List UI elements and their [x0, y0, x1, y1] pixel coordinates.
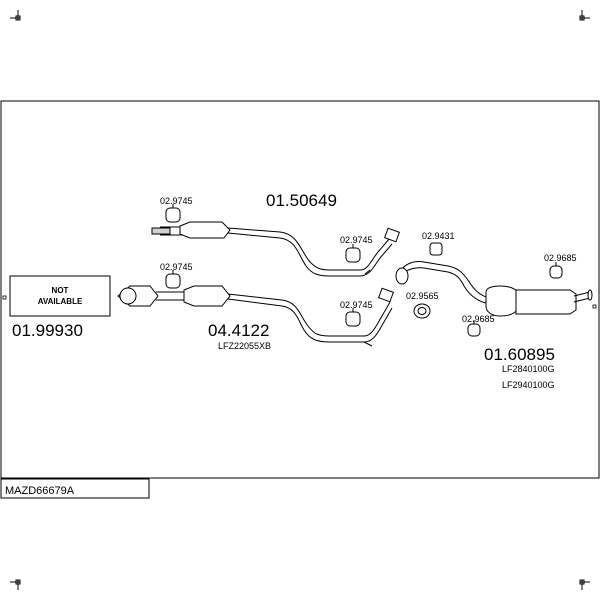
- hanger-lower-left: [165, 270, 181, 289]
- oem-number-rear-silencer-2: LF2940100G: [502, 380, 555, 390]
- model-code: MAZD66679A: [5, 485, 75, 497]
- rear-silencer-assembly: [395, 261, 593, 317]
- hanger-rear-top: [549, 262, 563, 279]
- hanger-upper-right: [345, 244, 361, 263]
- oem-number-catalyst-lower: LFZ22055XB: [218, 341, 271, 351]
- not-available-box: NOT AVAILABLE: [9, 275, 111, 317]
- label-hanger-rear-bottom: 02.9685: [462, 314, 495, 324]
- part-number-rear-silencer: 01.60895: [484, 345, 555, 364]
- label-hanger-upper-left: 02.9745: [160, 196, 193, 206]
- part-number-catalyst-upper: 01.50649: [266, 191, 337, 210]
- catalyst-lower-assembly: [117, 285, 394, 347]
- hanger-lower-right: [345, 308, 361, 327]
- label-hanger-lower-right: 02.9745: [340, 300, 373, 310]
- frame-left-tick: [2, 295, 7, 300]
- hanger-upper-left: [165, 204, 181, 223]
- corner-marks: [10, 10, 590, 590]
- not-available-line1: NOT: [52, 286, 69, 295]
- catalyst-upper-assembly: [151, 221, 400, 277]
- oem-number-rear-silencer-1: LF2840100G: [502, 364, 555, 374]
- label-gasket-mid: 02.9565: [406, 291, 439, 301]
- label-hanger-upper-right: 02.9745: [340, 235, 373, 245]
- label-hanger-lower-left: 02.9745: [160, 262, 193, 272]
- part-number-catalyst-lower: 04.4122: [208, 321, 269, 340]
- frame-right-tick: [592, 304, 597, 309]
- label-hanger-rear-top: 02.9685: [544, 253, 577, 263]
- clamp-mid: [429, 242, 443, 256]
- diagram-frame: [0, 100, 600, 479]
- label-clamp-mid: 02.9431: [422, 231, 455, 241]
- gasket-mid: [413, 303, 431, 319]
- not-available-line2: AVAILABLE: [38, 297, 83, 306]
- model-code-box: [0, 478, 150, 499]
- hanger-rear-bottom: [467, 320, 481, 337]
- part-number-front-pipe: 01.99930: [12, 321, 83, 340]
